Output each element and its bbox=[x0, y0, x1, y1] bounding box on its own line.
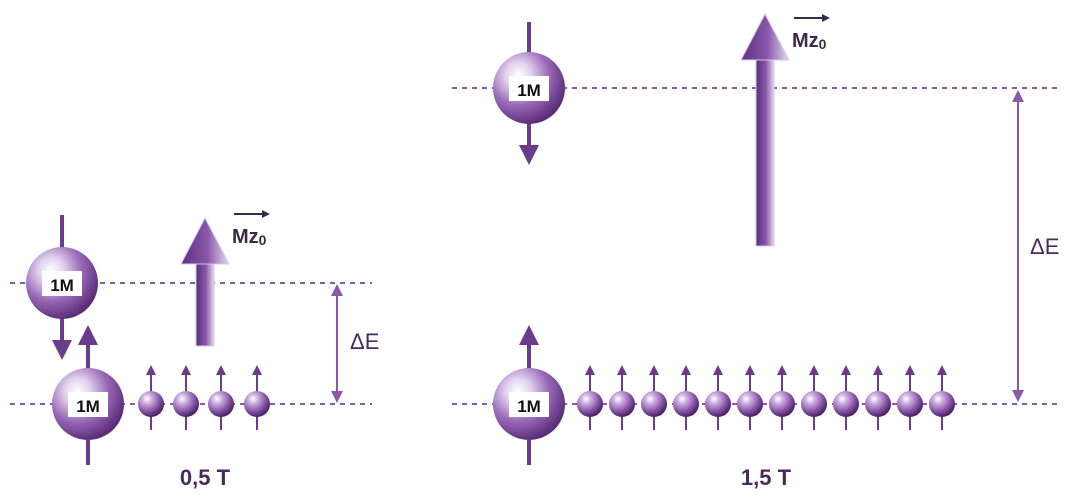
energy-gap-arrow bbox=[331, 284, 343, 403]
svg-text:Mz0: Mz0 bbox=[792, 30, 827, 52]
mz-subscript: 0 bbox=[259, 232, 267, 248]
svg-text:Mz0: Mz0 bbox=[232, 226, 267, 248]
high-state-label: 1M bbox=[517, 81, 541, 100]
small-spin bbox=[609, 365, 635, 430]
high-state-label: 1M bbox=[50, 276, 74, 295]
low-state-spin: 1M bbox=[52, 325, 124, 465]
small-spins-row bbox=[577, 365, 955, 430]
small-spin bbox=[865, 365, 891, 430]
energy-gap-label: ΔE bbox=[350, 329, 379, 354]
mz-subscript: 0 bbox=[819, 36, 827, 52]
panel-low-field: 1M 1M bbox=[10, 210, 379, 490]
high-state-spin: 1M bbox=[26, 215, 98, 360]
small-spin bbox=[173, 365, 199, 430]
small-spins-row bbox=[138, 365, 270, 430]
small-spin bbox=[769, 365, 795, 430]
panel-high-field: 1M 1M bbox=[452, 12, 1059, 490]
small-spin bbox=[705, 365, 731, 430]
low-state-label: 1M bbox=[76, 397, 100, 416]
small-spin bbox=[929, 365, 955, 430]
field-strength-label: 0,5 T bbox=[180, 465, 231, 490]
small-spin bbox=[897, 365, 923, 430]
small-spin bbox=[737, 365, 763, 430]
mz-text: Mz bbox=[792, 30, 819, 52]
magnetization-label: Mz0 bbox=[792, 14, 830, 52]
small-spin bbox=[801, 365, 827, 430]
magnetization-arrow bbox=[740, 12, 790, 247]
energy-gap-arrow bbox=[1012, 90, 1024, 402]
low-state-spin: 1M bbox=[493, 325, 565, 465]
mz-text: Mz bbox=[232, 226, 259, 248]
field-strength-label: 1,5 T bbox=[741, 465, 792, 490]
small-spin bbox=[577, 365, 603, 430]
low-state-label: 1M bbox=[517, 397, 541, 416]
magnetization-label: Mz0 bbox=[232, 210, 270, 248]
small-spin bbox=[673, 365, 699, 430]
small-spin bbox=[244, 365, 270, 430]
small-spin bbox=[208, 365, 234, 430]
magnetization-arrow bbox=[180, 216, 230, 347]
energy-gap-label: ΔE bbox=[1030, 234, 1059, 259]
small-spin bbox=[641, 365, 667, 430]
small-spin bbox=[138, 365, 164, 430]
small-spin bbox=[833, 365, 859, 430]
high-state-spin: 1M bbox=[493, 22, 565, 165]
